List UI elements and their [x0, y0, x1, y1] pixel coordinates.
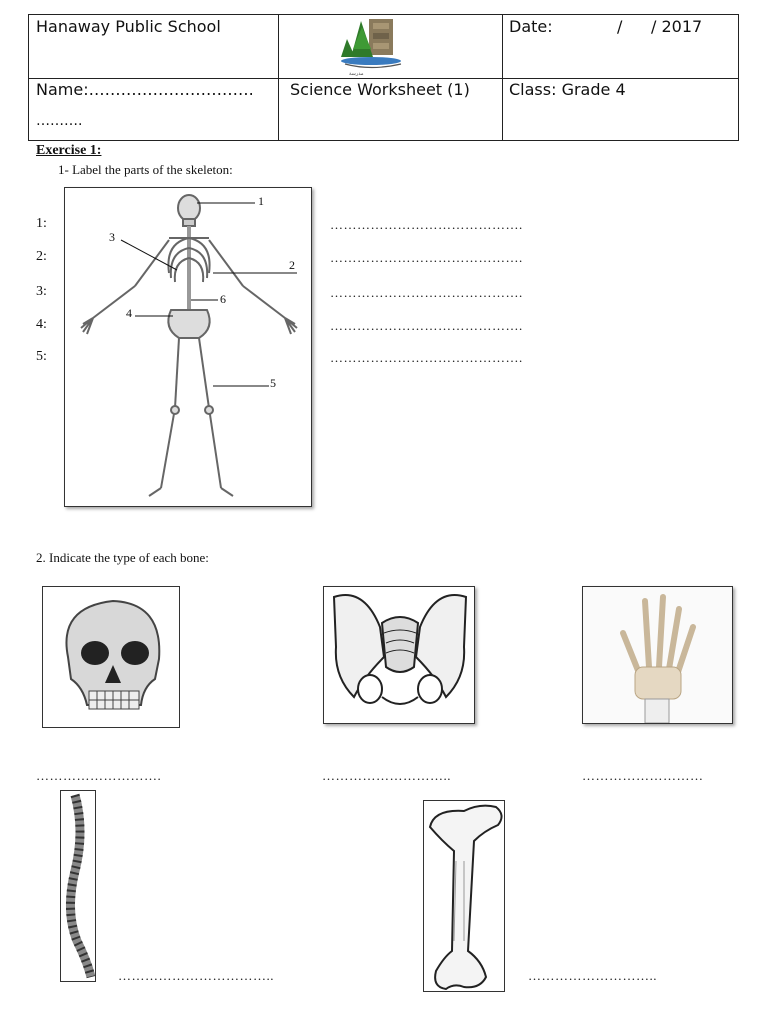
callout-label: 6: [220, 292, 226, 306]
pelvis-image: [323, 586, 475, 724]
callout-label: 3: [109, 230, 115, 244]
date-label: Date:: [509, 17, 553, 36]
row-label: 3:: [36, 284, 47, 299]
row-label: 5:: [36, 349, 47, 364]
divider: [278, 15, 279, 140]
divider: [29, 78, 738, 79]
callout-label: 4: [126, 306, 132, 320]
worksheet-title: Science Worksheet (1): [290, 80, 470, 99]
answer-line[interactable]: ………………………..: [528, 968, 657, 983]
exercise-1-title: Exercise 1:: [36, 143, 102, 158]
school-logo: ﻣﺪﺭﺳﺔ: [325, 17, 415, 77]
callout-label: 1: [258, 194, 264, 208]
femur-image: [423, 800, 505, 992]
answer-line[interactable]: …………………………………….: [330, 217, 523, 232]
header-table: Hanaway Public School ﻣﺪﺭﺳﺔ Date: / / 20…: [28, 14, 739, 141]
class-label: Class: Grade 4: [509, 80, 626, 99]
answer-line[interactable]: ………………………..: [322, 768, 451, 783]
spine-image: [60, 790, 96, 982]
exercise-1-instruction: 1- Label the parts of the skeleton:: [58, 162, 233, 177]
callout-label: 2: [289, 258, 295, 272]
hand-image: [582, 586, 733, 724]
row-label: 2:: [36, 249, 47, 264]
skeleton-image: [64, 187, 312, 507]
row-label: 4:: [36, 317, 47, 332]
date-year: / 2017: [651, 17, 703, 36]
answer-line[interactable]: …………………………………….: [330, 285, 523, 300]
name-field-continuation: ……….: [36, 113, 83, 129]
date-slash: /: [617, 17, 623, 36]
school-name: Hanaway Public School: [36, 17, 221, 36]
skull-image: [42, 586, 180, 728]
svg-text:ﻣﺪﺭﺳﺔ: ﻣﺪﺭﺳﺔ: [349, 71, 364, 77]
exercise-2-instruction: 2. Indicate the type of each bone:: [36, 550, 209, 565]
row-label: 1:: [36, 216, 47, 231]
name-field: Name:………………………….: [36, 80, 254, 99]
answer-line[interactable]: ……………………………..: [118, 968, 274, 983]
answer-line[interactable]: …………………………………….: [330, 318, 523, 333]
answer-line[interactable]: ……………………….: [36, 768, 162, 783]
answer-line[interactable]: …………………………………….: [330, 250, 523, 265]
answer-line[interactable]: ………………………: [582, 768, 704, 783]
answer-line[interactable]: …………………………………….: [330, 350, 523, 365]
divider: [502, 15, 503, 140]
callout-label: 5: [270, 376, 276, 390]
